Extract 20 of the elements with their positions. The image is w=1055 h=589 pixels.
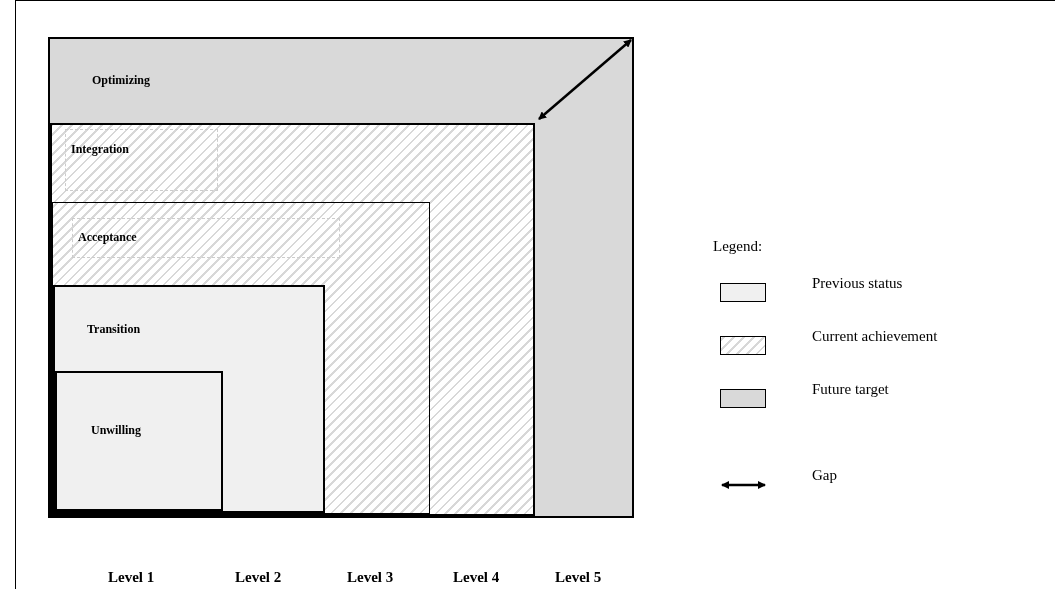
level-label: Integration bbox=[65, 129, 218, 191]
legend-text: Current achievement bbox=[812, 328, 938, 345]
level-label: Unwilling bbox=[91, 423, 141, 438]
level-caption: Level 1 bbox=[108, 569, 155, 586]
gap-arrow bbox=[538, 39, 632, 120]
level-box bbox=[48, 37, 634, 518]
level-caption: Level 5 bbox=[555, 569, 602, 586]
level-caption: Level 4 bbox=[453, 569, 500, 586]
level-caption: Level 3 bbox=[347, 569, 394, 586]
legend-text: Future target bbox=[812, 381, 889, 398]
level-box bbox=[52, 202, 430, 514]
level-box bbox=[50, 123, 535, 516]
legend-text: Previous status bbox=[812, 275, 903, 292]
legend-heading: Legend: bbox=[713, 238, 763, 255]
level-caption: Level 2 bbox=[235, 569, 282, 586]
legend-text: Gap bbox=[812, 467, 837, 484]
level-label: Acceptance bbox=[72, 218, 340, 258]
level-label: Optimizing bbox=[92, 73, 150, 88]
level-box bbox=[55, 371, 223, 511]
level-label: Transition bbox=[87, 322, 141, 337]
